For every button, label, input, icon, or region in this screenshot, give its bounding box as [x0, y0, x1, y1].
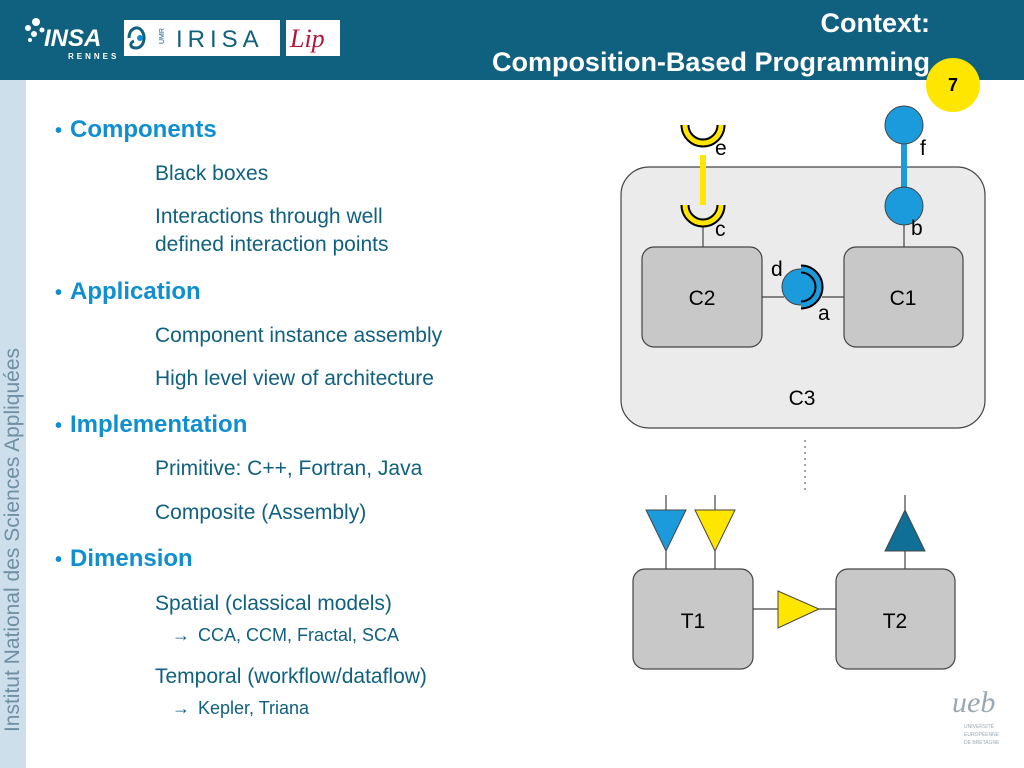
t1-input-blue-icon: [645, 509, 687, 553]
slide-number-badge: 7: [926, 58, 980, 112]
t1-input-yellow-icon: [694, 509, 736, 553]
ueb-line-3: DE BRETAGNE: [964, 740, 1000, 746]
component-diagram: C3 C2 C1 e f c b d a T1 T2: [620, 105, 986, 670]
bullet-components: •Components: [55, 116, 217, 143]
flow-port-yellow-icon: [777, 590, 821, 629]
item-temporal: Temporal (workflow/dataflow): [155, 665, 427, 688]
arrow-icon: →: [172, 698, 190, 718]
heading-application: Application: [70, 278, 201, 305]
task-t1: [632, 568, 754, 670]
insa-logo-name: INSA: [44, 25, 101, 52]
item-temporal-examples: → Kepler, Triana: [172, 698, 309, 719]
port-b-label: b: [911, 217, 923, 240]
port-a-label: a: [818, 302, 830, 325]
item-high-level-view: High level view of architecture: [155, 367, 434, 390]
ueb-logo-name: ueb: [952, 686, 995, 719]
lip-logo: Lip: [286, 20, 340, 56]
heading-components: Components: [70, 116, 217, 143]
ueb-line-1: UNIVERSITÉ: [964, 723, 995, 730]
slide-title-line-2: Composition-Based Programming: [491, 47, 930, 77]
item-black-boxes: Black boxes: [155, 162, 269, 185]
port-f-label: f: [920, 137, 926, 160]
bullet-dimension: •Dimension: [55, 545, 193, 572]
port-b-icon: [884, 186, 924, 226]
ueb-line-2: EUROPÉENNE: [964, 731, 1000, 738]
port-d-label: d: [771, 258, 783, 281]
t2-output-dark-icon: [884, 508, 926, 552]
temporal-examples-text: Kepler, Triana: [198, 698, 310, 718]
component-c1: [843, 246, 964, 348]
port-e-icon: [682, 124, 724, 146]
bullet-implementation: •Implementation: [55, 411, 248, 438]
item-spatial-examples: → CCA, CCM, Fractal, SCA: [172, 625, 399, 646]
item-interactions-line-1: Interactions through well: [155, 205, 383, 228]
component-c2: [641, 246, 763, 348]
side-label: Institut National des Sciences Appliquée…: [1, 347, 24, 733]
task-t2-label: T2: [883, 610, 908, 633]
lip-name: Lip: [289, 24, 325, 53]
item-spatial: Spatial (classical models): [155, 592, 392, 615]
item-instance-assembly: Component instance assembly: [155, 324, 443, 347]
insa-logo-sub: RENNES: [68, 52, 119, 61]
ueb-logo: ueb UNIVERSITÉ EUROPÉENNE DE BRETAGNE: [952, 686, 1000, 746]
component-c1-label: C1: [890, 287, 917, 310]
port-d-icon: [800, 266, 822, 308]
side-band: [0, 80, 26, 768]
irisa-umr: UMR: [159, 28, 166, 44]
bullet-application: •Application: [55, 278, 201, 305]
spatial-examples-text: CCA, CCM, Fractal, SCA: [198, 625, 400, 645]
component-c2-label: C2: [689, 287, 716, 310]
port-f-icon: [884, 105, 924, 145]
arrow-icon: →: [172, 625, 190, 645]
slide-title-line-1: Context:: [820, 8, 931, 38]
insa-logo: INSA RENNES: [25, 18, 119, 61]
heading-dimension: Dimension: [70, 545, 193, 572]
heading-implementation: Implementation: [70, 411, 248, 438]
irisa-name: IRISA: [176, 26, 264, 53]
item-primitive: Primitive: C++, Fortran, Java: [155, 457, 423, 480]
port-c-icon: [682, 204, 724, 226]
item-interactions-line-2: defined interaction points: [155, 233, 389, 256]
composite-c3-label: C3: [789, 387, 816, 410]
header-bar: INSA RENNES UMR IRISA Lip Context: Compo…: [0, 0, 1024, 80]
item-composite: Composite (Assembly): [155, 501, 367, 524]
task-t2: [835, 568, 956, 670]
irisa-logo: UMR IRISA: [124, 20, 280, 56]
port-e-label: e: [715, 137, 727, 160]
task-t1-label: T1: [681, 610, 706, 633]
port-c-label: c: [715, 218, 726, 241]
